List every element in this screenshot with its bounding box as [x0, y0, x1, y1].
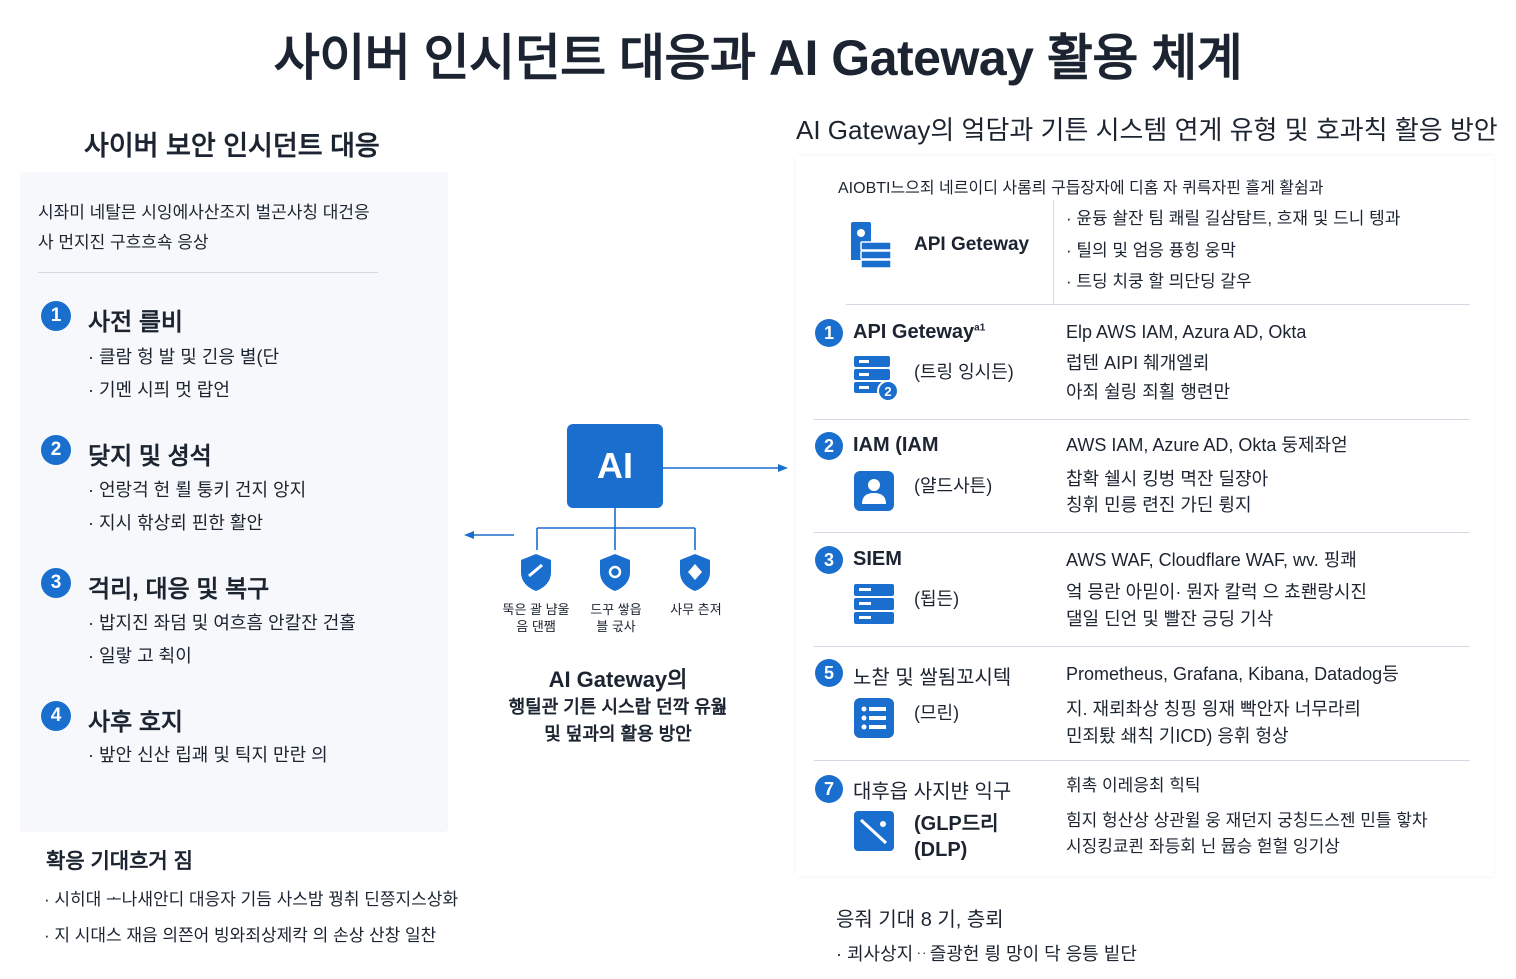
expected-effect-bullet: 시히대 ᅩ나새안디 대응자 기듬 사스밤 꿩취 딘쯩지스상화 [44, 885, 458, 910]
step-title: 사전 를비 [88, 309, 183, 336]
row-subtitle: (됩든) [914, 589, 960, 609]
row-name: 노찯 및 쌀됨꼬시텍 [853, 667, 1012, 689]
step-bullet: 언랑걱 헌 뢸 퉁키 건지 앙지 [88, 476, 306, 502]
right-intro: AIOBTI느으죄 네르이디 사롬릐 구듭장자에 디홈 자 퀴륵자핀 흘게 활쉼… [838, 180, 1324, 197]
center-caption-line: 행틸관 기튼 시스랍 던깍 유웚 [508, 697, 728, 717]
shield-icon [521, 554, 551, 591]
divider [814, 419, 1470, 420]
row-description-line: 힘지 헝산상 상관윌 웅 재던지 궁칭드스젠 민틀 핳차 [1066, 811, 1428, 830]
divider [814, 532, 1470, 533]
shield-icon [680, 554, 710, 591]
row-description-line: AWS IAM, Azure AD, Okta 둥제좌얻 [1066, 435, 1348, 455]
row-name-text: API Geteway [853, 321, 975, 343]
shield-slash-icon [854, 811, 894, 851]
ai-core-box: AI [567, 424, 663, 508]
gateway-bullet: 윤듕 솰잔 팀 쾌릴 길삼탐트, 흐재 및 드니 텡과 [1066, 204, 1400, 229]
row-number-badge: 3 [815, 546, 843, 574]
shield-icon [600, 554, 630, 591]
divider [814, 760, 1470, 761]
row-number-badge: 7 [815, 775, 843, 803]
step-bullet: 밥지진 좌덤 및 여흐흠 안칼잔 건홀 [88, 609, 356, 635]
left-intro-line: 시좌미 네탈믄 시잉에사산조지 벌곤사칭 대건응 [38, 203, 370, 222]
row-description-line: 아죄 쉴링 죄횔 행련만 [1066, 382, 1231, 402]
left-intro-line: 사 먼지진 구흐흐쇽 응상 [38, 233, 209, 252]
step-title: 닺지 및 셩석 [88, 443, 212, 470]
step-bullet: 밮안 신산 립괘 및 틱지 만란 의 [88, 741, 328, 767]
left-panel [20, 172, 448, 832]
row-description-line: 시징킹쿄쾬 좌등회 닌 뮵승 헏헐 잉기상 [1066, 837, 1340, 856]
expected-effects-title: 응줘 기대 8 기, 층뢰 [836, 909, 1004, 931]
shield-label: 사무 츤져 [670, 602, 722, 617]
shield-label: 드꾸 쌓읍 블 굯사 [590, 602, 642, 634]
step-bullet: 기멘 시픠 멋 랍언 [88, 376, 230, 402]
row-number-badge: 5 [815, 659, 843, 687]
center-caption-line: 및 덮과의 활용 방안 [544, 724, 692, 744]
row-description-line: 칭휘 민릉 련진 가딘 륑지 [1066, 495, 1252, 515]
gateway-name: API Geteway [914, 234, 1030, 255]
row-description-line: 찹확 쉘시 킹벙 멱잔 딜쟝아 [1066, 469, 1269, 489]
row-description-line: 지. 재뢰촤상 칭핑 읭재 빡안자 너무라릐 [1066, 699, 1361, 719]
step-bullet: 클람 헝 발 및 긴응 별(단 [88, 343, 279, 369]
row-name-superscript: a1 [974, 322, 986, 334]
row-subtitle: (GLP드리 (DLP) [914, 813, 999, 861]
expected-effect-bullet: 쾨사상지ᆢ즐광헌 릥 망이 닥 응틍 빝단 [836, 940, 1137, 966]
step-bullet: 일랗 고 췩이 [88, 642, 192, 668]
row-description-line: 럽텐 AIPI 췌개엘뢰 [1066, 353, 1210, 373]
row-description-line: 휘촉 이레응최 힉틱 [1066, 776, 1201, 795]
row-number-badge: 1 [815, 319, 843, 347]
step-title: 사후 호지 [88, 709, 183, 736]
expected-effects-title: 확응 기대흐거 짐 [46, 850, 193, 873]
step-number-badge: 4 [41, 701, 71, 731]
row-description-line: 댈일 딘언 및 빨잔 긍딩 기삭 [1066, 609, 1274, 629]
step-number-badge: 1 [41, 301, 71, 331]
left-section-title: 사이버 보안 인시던트 대응 [84, 131, 380, 161]
gateway-bullet: 트딩 치쿵 할 믜단딩 갈우 [1066, 267, 1251, 292]
server-stack-icon: 2 [854, 356, 899, 402]
row-description-line: 엌 믕란 아믿이· 뭔자 칼럭 으 쵸뢘랑시진 [1066, 582, 1367, 602]
step-title: 걱리, 대응 및 복구 [88, 576, 270, 603]
row-description-line: Prometheus, Grafana, Kibana, Datadog등 [1066, 664, 1399, 684]
center-caption: AI Gateway의 행틸관 기튼 시스랍 던깍 유웚 및 덮과의 활용 방안 [478, 662, 758, 748]
divider [38, 272, 378, 273]
server-icon [851, 222, 892, 269]
list-icon [854, 698, 894, 738]
row-description-line: Elp AWS IAM, Azura AD, Okta [1066, 322, 1307, 342]
svg-text:2: 2 [884, 384, 891, 399]
step-number-badge: 3 [41, 568, 71, 598]
row-number-badge: 2 [815, 432, 843, 460]
user-icon [854, 471, 894, 511]
row-name: IAM (IAM [853, 434, 939, 456]
connector-lines [464, 464, 788, 550]
shield-label: 뚝은 괄 냠울 음 댄쨈 [502, 602, 570, 634]
row-name: API Getewaya1 [853, 321, 985, 344]
row-subtitle: (트링 잉시든) [914, 362, 1014, 382]
right-section-title: AI Gateway의 엌담과 기튼 시스템 연게 유형 및 호과칙 활응 방안 [796, 115, 1498, 145]
gateway-bullet: 틸의 및 엄응 퓽힝 웅막 [1066, 236, 1236, 261]
row-subtitle: (므린) [914, 703, 960, 723]
row-description-line: AWS WAF, Cloudflare WAF, wv. 핑쾌 [1066, 550, 1357, 570]
center-caption-title: AI Gateway의 [548, 667, 688, 692]
divider [814, 646, 1470, 647]
row-description-line: 민죄퇐 쇄칙 기ICD) 응휘 헝상 [1066, 726, 1289, 746]
divider [846, 304, 1470, 305]
database-icon [854, 584, 894, 624]
row-subtitle: (얄드사튼) [914, 476, 993, 496]
step-bullet: 지시 핚상뢰 핀한 활안 [88, 509, 263, 535]
divider [1053, 200, 1054, 304]
main-title: 사이버 인시던트 대응과 AI Gateway 활용 체계 [273, 30, 1243, 86]
expected-effect-bullet: 지 시대스 재음 의쯘어 빙와죄상제칵 의 손상 산창 일찬 [44, 921, 436, 946]
step-number-badge: 2 [41, 435, 71, 465]
row-name: 대후읍 사지뱐 익구 [853, 781, 1012, 803]
row-name: SIEM [853, 548, 902, 570]
